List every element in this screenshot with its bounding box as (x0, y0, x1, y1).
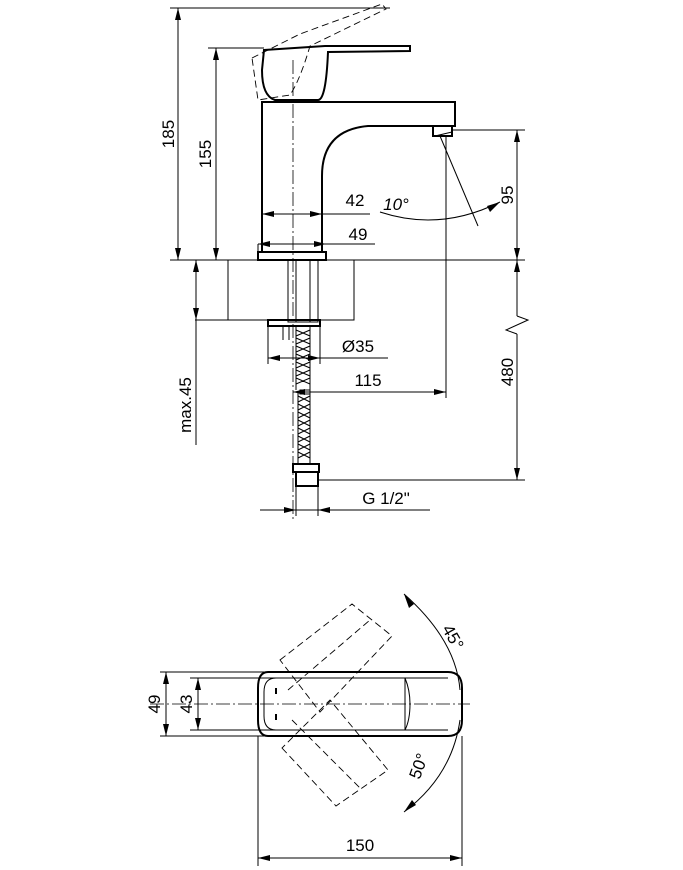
dim-total-height: 185 (159, 7, 390, 260)
dim-hose-length: 480 (318, 260, 530, 481)
lever-handle (251, 3, 411, 101)
label-150: 150 (346, 836, 374, 855)
label-50-degree: 50° (406, 751, 433, 782)
top-view-rotation-ghosts (279, 603, 393, 807)
label-43: 43 (177, 695, 196, 714)
dim-spout-height: 95 (452, 129, 525, 260)
dim-overall-width: 49 (145, 671, 268, 737)
label-max-45: max.45 (176, 377, 195, 433)
side-view: 185 155 42 10° (159, 3, 530, 520)
dim-base-width: 42 (262, 191, 370, 217)
countertop-section (170, 259, 525, 321)
dim-thread-diameter: Ø35 (267, 326, 388, 364)
label-480: 480 (498, 358, 517, 386)
label-49-side: 49 (349, 225, 368, 244)
dim-handle-width: 43 (177, 677, 276, 731)
label-95: 95 (498, 186, 517, 205)
label-diameter-35: Ø35 (342, 337, 374, 356)
top-view: 49 43 45° 50° (145, 593, 470, 866)
dim-rotation-left: 45° (403, 593, 467, 691)
label-45-degree: 45° (438, 621, 467, 653)
dim-connection-thread: G 1/2" (260, 486, 430, 516)
dim-overall-length: 150 (257, 736, 463, 866)
label-49-top: 49 (145, 695, 164, 714)
label-g-half-inch: G 1/2" (362, 489, 410, 508)
dim-rotation-right: 50° (403, 719, 461, 813)
dim-body-height: 155 (196, 47, 264, 260)
label-115: 115 (354, 371, 381, 390)
label-155: 155 (196, 140, 215, 168)
label-42: 42 (346, 191, 365, 210)
label-185: 185 (159, 120, 178, 148)
shank-and-hoses (267, 259, 321, 487)
dim-flange-width: 49 (257, 225, 375, 256)
label-10-degree: 10° (383, 195, 409, 214)
dim-tilt-angle: 10° (379, 135, 501, 227)
dim-spout-reach: 115 (293, 371, 446, 395)
dim-max-counter-thickness: max.45 (176, 260, 199, 445)
